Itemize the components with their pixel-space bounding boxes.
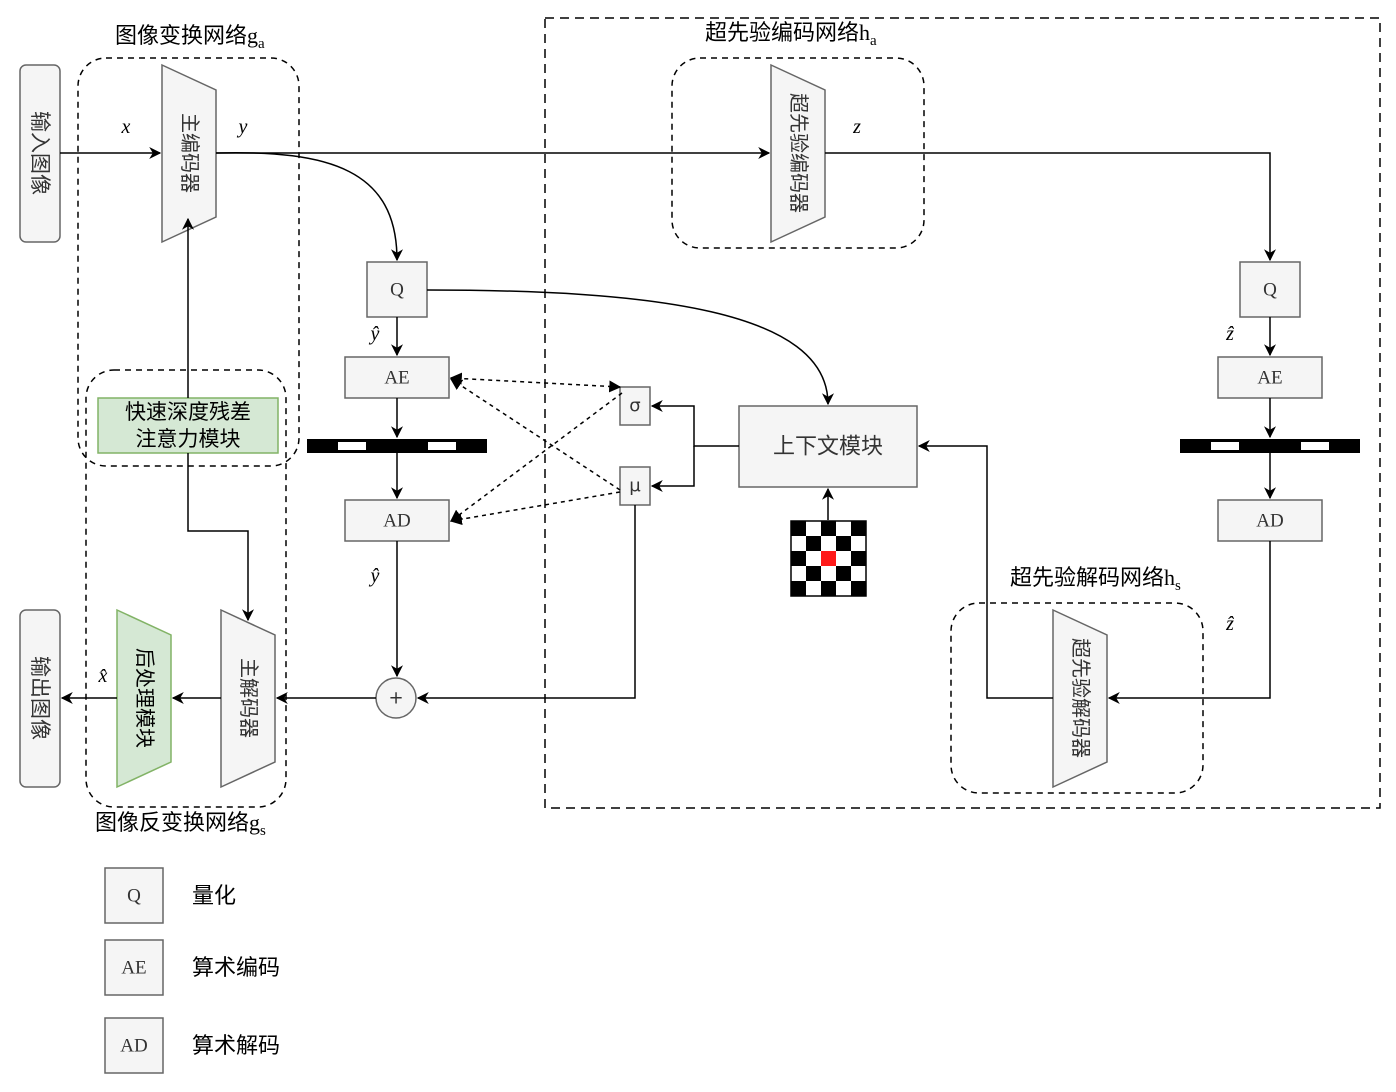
post-processing-module xyxy=(116,608,172,789)
checker-center-cell xyxy=(821,551,836,566)
dotted-sigma-ae xyxy=(449,372,622,393)
ae-hyper-label: AE xyxy=(1257,368,1282,389)
sigma-label: σ xyxy=(629,396,640,417)
legend: Q 量化 AE 算术编码 AD 算术解码 xyxy=(104,867,280,1074)
var-yhat-2: ŷ xyxy=(369,565,380,587)
checker-cell xyxy=(791,551,806,566)
var-zhat-2: ẑ xyxy=(1225,613,1234,635)
arrow-context-mu xyxy=(650,446,695,492)
ad-hyper xyxy=(1217,499,1323,542)
context-module xyxy=(738,405,918,488)
arrow-mu-plus xyxy=(416,505,636,704)
mu-label: μ xyxy=(629,476,641,497)
legend-key-ad-label: AD xyxy=(120,1036,147,1057)
bitstream-hyper xyxy=(1180,439,1360,453)
var-z: z xyxy=(852,116,861,138)
hyper-decoder xyxy=(1052,608,1108,789)
hyper-encoder xyxy=(770,63,826,244)
dotted-mu-ad xyxy=(449,491,621,526)
output-image-box xyxy=(19,609,61,788)
checker-cell xyxy=(836,536,851,551)
checker-cell xyxy=(851,521,866,536)
checker-cell xyxy=(821,521,836,536)
var-zhat-1: ẑ xyxy=(1225,323,1234,345)
add-operator-label: + xyxy=(388,688,403,709)
gs-label: 图像反变换网络gs xyxy=(95,810,266,839)
arrow-q-context xyxy=(426,289,834,406)
dotted-sigma-ad xyxy=(450,392,623,522)
quantizer-hyper xyxy=(1239,261,1301,318)
ad-main xyxy=(344,499,450,542)
ga-label: 图像变换网络ga xyxy=(115,23,265,52)
arrow-z-quantizer xyxy=(825,152,1276,262)
main-decoder-label: 主解码器 xyxy=(237,658,260,738)
var-x: x xyxy=(121,116,131,138)
quantizer-hyper-label: Q xyxy=(1263,280,1277,301)
legend-key-ad xyxy=(104,1017,164,1074)
input-image-label: 输入图像 xyxy=(28,111,52,195)
legend-desc-q: 量化 xyxy=(192,883,236,908)
legend-key-ae xyxy=(104,939,164,996)
attention-module-line1: 快速深度残差 xyxy=(125,400,251,424)
legend-key-q-label: Q xyxy=(127,886,141,907)
arrow-hyper-decoder-context xyxy=(917,440,1053,699)
checker-cell xyxy=(851,551,866,566)
legend-key-q xyxy=(104,867,164,924)
checker-cell xyxy=(821,581,836,596)
gs-group xyxy=(85,369,287,808)
sigma-box xyxy=(619,386,651,426)
ad-hyper-label: AD xyxy=(1256,511,1283,532)
ae-main-label: AE xyxy=(384,368,409,389)
attention-module-line2: 注意力模块 xyxy=(136,427,241,451)
arrow-y-quantizer xyxy=(215,151,403,262)
ae-main xyxy=(344,356,450,399)
legend-desc-ae: 算术编码 xyxy=(192,955,280,980)
quantizer-main xyxy=(366,261,428,318)
hyper-decoder-label: 超先验解码器 xyxy=(1069,638,1092,758)
context-module-label: 上下文模块 xyxy=(773,434,883,459)
arrow-context-sigma xyxy=(650,400,739,447)
ha-label: 超先验编码网络ha xyxy=(705,20,877,49)
arrow-had-hyper-decoder xyxy=(1107,541,1271,704)
ae-hyper xyxy=(1217,356,1323,399)
main-encoder xyxy=(161,63,217,244)
post-processing-label: 后处理模块 xyxy=(133,648,156,748)
var-xhat: x̂ xyxy=(98,665,108,687)
checker-cell xyxy=(806,566,821,581)
main-encoder-label: 主编码器 xyxy=(178,113,201,193)
quantizer-main-label: Q xyxy=(390,280,404,301)
var-y: y xyxy=(237,116,248,138)
dotted-mu-ae xyxy=(449,378,621,491)
output-image-label: 输出图像 xyxy=(28,656,52,740)
checkerboard-mask xyxy=(790,520,867,597)
arrow-attention-decoder xyxy=(187,453,254,622)
checker-cell xyxy=(851,581,866,596)
hs-label: 超先验解码网络hs xyxy=(1010,565,1181,594)
attention-module xyxy=(97,397,279,454)
legend-desc-ad: 算术解码 xyxy=(192,1033,280,1058)
ad-main-label: AD xyxy=(383,511,410,532)
bitstream-main xyxy=(307,439,487,453)
legend-key-ae-label: AE xyxy=(121,958,146,979)
checker-cell xyxy=(836,566,851,581)
hyper-encoder-label: 超先验编码器 xyxy=(787,93,810,213)
hyperprior-region xyxy=(544,17,1381,809)
main-decoder xyxy=(220,608,276,789)
checker-cell xyxy=(806,536,821,551)
checker-cell xyxy=(791,581,806,596)
checker-cell xyxy=(791,521,806,536)
var-yhat-1: ŷ xyxy=(369,323,380,345)
